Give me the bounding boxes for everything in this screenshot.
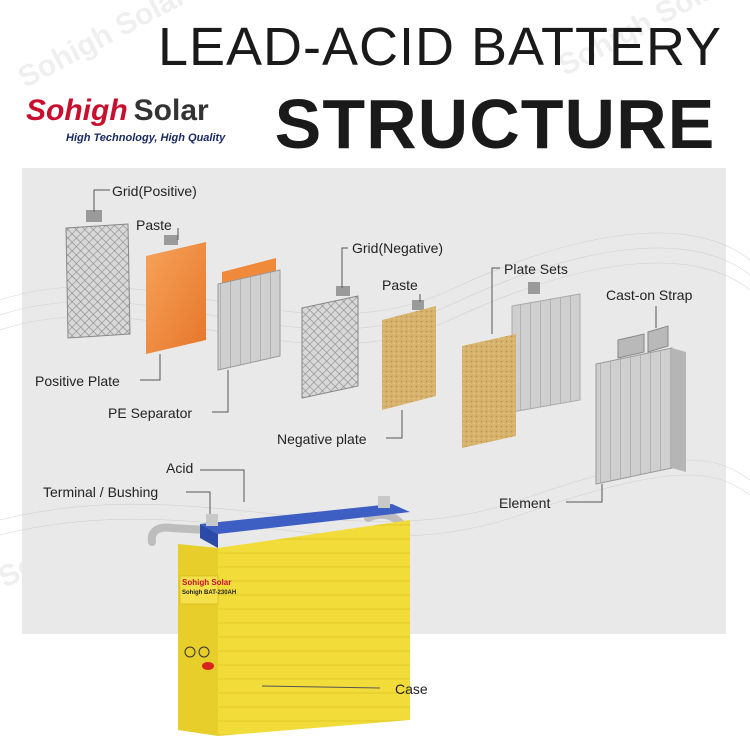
label-pe-separator: PE Separator bbox=[108, 405, 193, 421]
element-illustration bbox=[595, 325, 686, 485]
grid-negative-illustration bbox=[301, 286, 359, 399]
label-grid-negative: Grid(Negative) bbox=[352, 240, 444, 256]
battery-illustration bbox=[147, 496, 410, 736]
battery-model-label: Sohigh BAT-230AH bbox=[182, 590, 237, 596]
label-acid: Acid bbox=[166, 460, 194, 476]
label-cast-on-strap: Cast-on Strap bbox=[606, 287, 693, 303]
pe-separator-illustration bbox=[217, 258, 281, 371]
label-grid-positive: Grid(Positive) bbox=[112, 183, 197, 199]
grid-positive-illustration bbox=[65, 210, 131, 339]
label-paste-2: Paste bbox=[382, 277, 418, 293]
label-element: Element bbox=[499, 495, 551, 511]
brand-tagline: High Technology, High Quality bbox=[66, 132, 226, 144]
negative-paste-illustration bbox=[382, 300, 436, 410]
title-line-1: LEAD-ACID BATTERY bbox=[157, 17, 723, 77]
leader-lines bbox=[93, 189, 657, 689]
label-paste-1: Paste bbox=[136, 217, 172, 233]
label-case: Case bbox=[395, 681, 428, 697]
label-negative-plate: Negative plate bbox=[277, 431, 367, 447]
title-line-2: STRUCTURE bbox=[274, 85, 716, 163]
brand-name-dark: Solar bbox=[133, 94, 209, 127]
plate-sets-illustration bbox=[462, 282, 581, 448]
brand-name-red: Sohigh bbox=[26, 94, 128, 127]
label-terminal-bushing: Terminal / Bushing bbox=[43, 484, 159, 500]
label-positive-plate: Positive Plate bbox=[35, 373, 120, 389]
positive-paste-illustration bbox=[146, 235, 206, 354]
label-plate-sets: Plate Sets bbox=[504, 261, 568, 277]
battery-brand-label: Sohigh Solar bbox=[182, 578, 232, 587]
